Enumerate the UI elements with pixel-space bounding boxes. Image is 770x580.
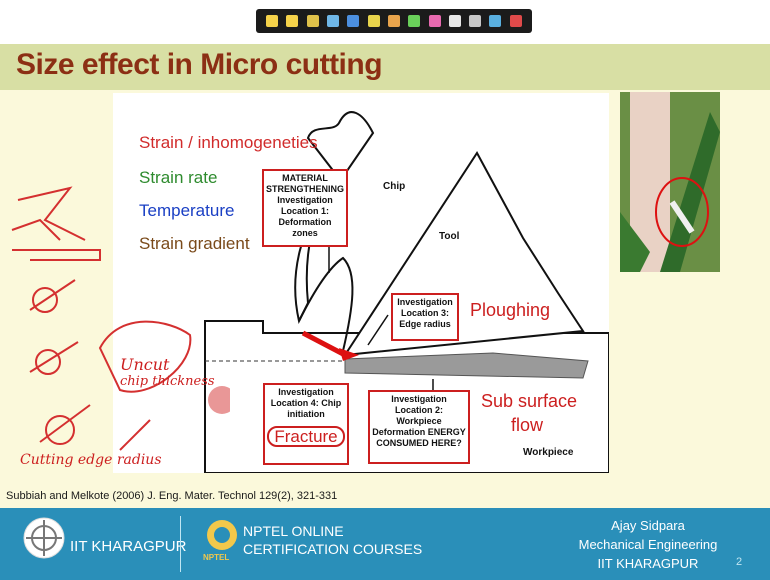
nptel-logo-icon xyxy=(205,518,239,552)
workpiece-label: Workpiece xyxy=(523,447,573,458)
tool-label: Tool xyxy=(439,231,459,242)
subsurface-line2: flow xyxy=(481,415,577,436)
cucumber-photo xyxy=(620,92,720,272)
ploughing-label: Ploughing xyxy=(470,300,550,321)
reference-text: Subbiah and Melkote (2006) J. Eng. Mater… xyxy=(6,490,337,502)
nptel-line1: NPTEL ONLINE xyxy=(243,523,344,539)
subsurface-region xyxy=(345,353,588,378)
subsurface-label: Sub surface flow xyxy=(481,391,577,436)
laser-icon[interactable] xyxy=(469,15,481,27)
annotation-toolbar[interactable] xyxy=(256,9,532,33)
presenter-name: Ajay Sidpara xyxy=(568,518,728,533)
box-location4-text: Investigation Location 4: Chip initiatio… xyxy=(267,387,345,420)
text-icon[interactable] xyxy=(368,15,380,27)
cucumber-image xyxy=(620,92,720,272)
nptel-logo-text: NPTEL xyxy=(203,553,229,562)
page-number: 2 xyxy=(736,556,742,568)
chip-label: Chip xyxy=(383,181,405,192)
arrow-icon[interactable] xyxy=(266,15,278,27)
presenter-inst: IIT KHARAGPUR xyxy=(568,556,728,571)
clear-icon[interactable] xyxy=(510,15,522,27)
pen-pink-icon[interactable] xyxy=(429,15,441,27)
highlighter-icon[interactable] xyxy=(307,15,319,27)
uncut-text-2: chip thickness xyxy=(120,374,215,389)
handwritten-cutting-edge: Cutting edge radius xyxy=(20,452,162,468)
nptel-line2: CERTIFICATION COURSES xyxy=(243,541,422,557)
slide-title: Size effect in Micro cutting xyxy=(16,48,382,82)
footer-divider xyxy=(180,516,181,572)
presenter-dept: Mechanical Engineering xyxy=(568,537,728,552)
handwritten-uncut: Uncut chip thickness xyxy=(120,355,215,389)
box-location3: Investigation Location 3: Edge radius xyxy=(391,293,459,341)
box-location1: MATERIAL STRENGTHENING Investigation Loc… xyxy=(262,169,348,247)
subsurface-line1: Sub surface xyxy=(481,391,577,412)
marker-icon[interactable] xyxy=(388,15,400,27)
uncut-text-1: Uncut xyxy=(120,355,215,374)
box-location4: Investigation Location 4: Chip initiatio… xyxy=(263,383,349,465)
pen-icon[interactable] xyxy=(286,15,298,27)
pointer-icon[interactable] xyxy=(327,15,339,27)
eraser-icon[interactable] xyxy=(489,15,501,27)
arrow-blue-icon[interactable] xyxy=(347,15,359,27)
fracture-label: Fracture xyxy=(267,426,345,447)
pen-green-icon[interactable] xyxy=(408,15,420,27)
iit-logo-icon xyxy=(22,516,66,560)
handwriting-overlay xyxy=(0,100,230,490)
box-location2: Investigation Location 2: Workpiece Defo… xyxy=(368,390,470,464)
iit-kharagpur-label: IIT KHARAGPUR xyxy=(70,538,186,555)
dot-icon[interactable] xyxy=(449,15,461,27)
